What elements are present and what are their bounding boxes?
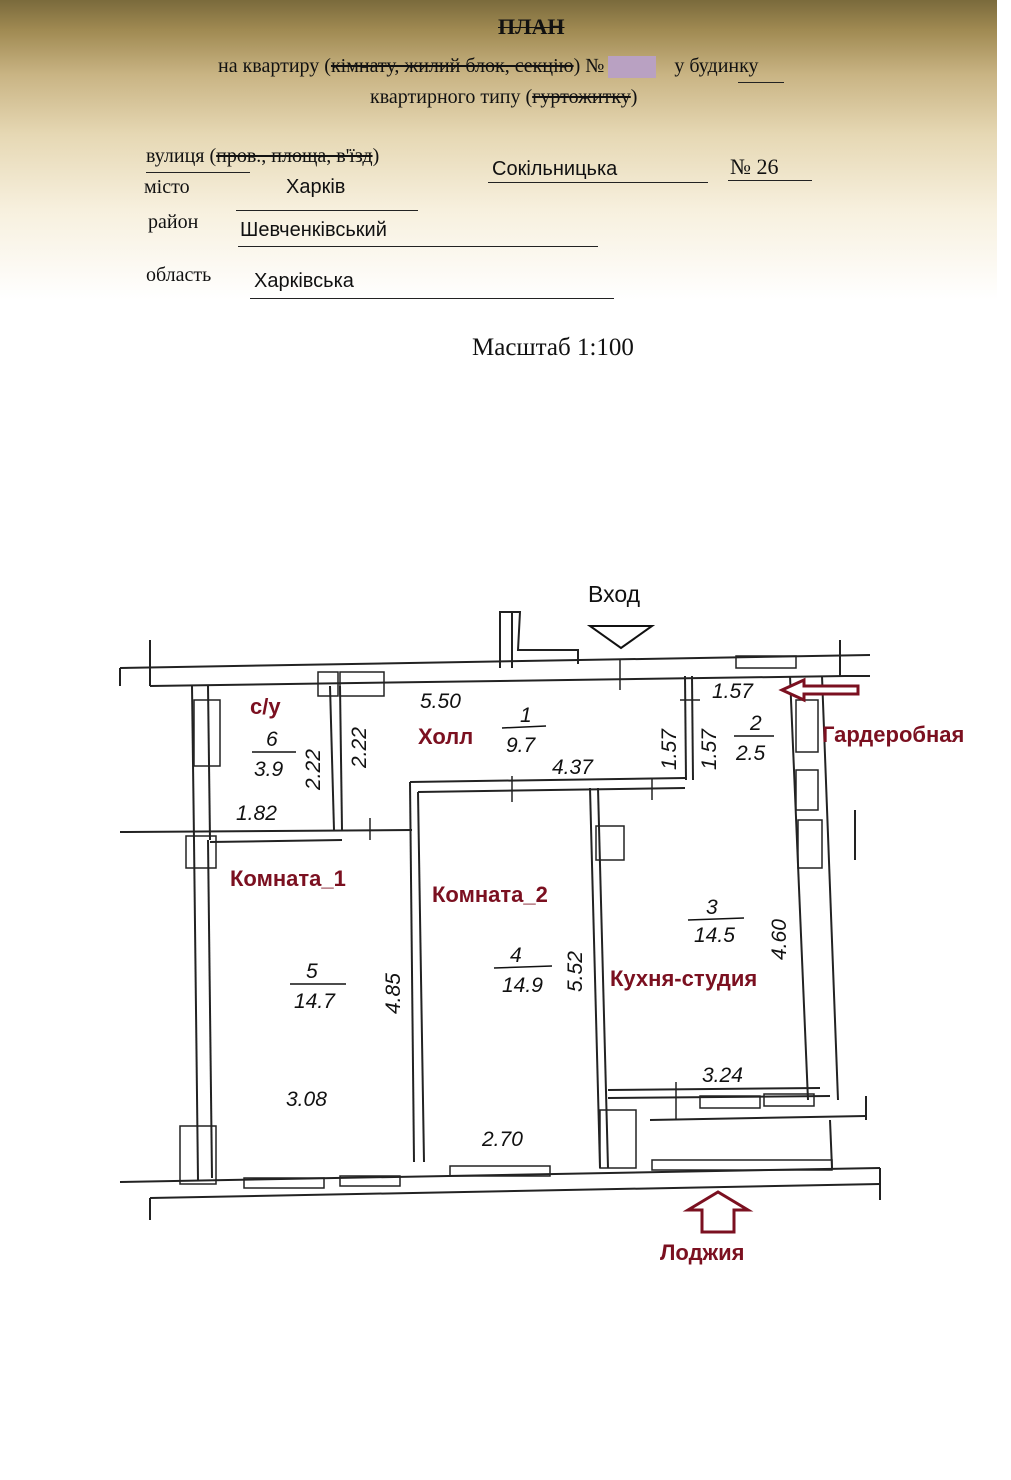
room2-height: 5.52 <box>564 951 587 992</box>
room2-fraction-line <box>493 965 553 969</box>
header-line-2-suffix: ) <box>630 86 638 108</box>
hall-id: 1 <box>520 704 532 727</box>
street-label-struck: пров., площа, в'їзд <box>216 145 373 167</box>
plan-walls <box>119 611 881 1220</box>
wardrobe-id: 2 <box>749 712 762 735</box>
wardrobe-top-dim: 1.57 <box>712 680 754 703</box>
loggia-label: Лоджия <box>660 1240 745 1265</box>
room1-name: Комната_1 <box>230 866 346 891</box>
street-underline <box>488 182 708 183</box>
entrance-label: Вход <box>588 581 641 607</box>
entrance-arrow-head-icon <box>586 625 656 650</box>
wc-width: 1.82 <box>236 802 277 825</box>
header-line-2-prefix: квартирного типу ( <box>370 86 533 108</box>
house-number: № 26 <box>730 154 779 179</box>
hall-fraction-line <box>501 725 547 729</box>
hall-top-dim: 5.50 <box>420 690 461 713</box>
room2-area: 14.9 <box>502 974 543 997</box>
document-title: ПЛАН <box>498 14 565 39</box>
street-label-c: ) <box>372 145 380 167</box>
header-line-1: на квартиру (кімнату, жилий блок, секцію… <box>218 55 759 79</box>
plan-ticks <box>369 660 700 1120</box>
wardrobe-arrow-icon <box>778 677 860 703</box>
street-value: Сокільницька <box>492 158 618 180</box>
hall-area: 9.7 <box>506 734 537 757</box>
header-line-1-after: у будинку <box>674 55 759 77</box>
wc-name: с/у <box>250 694 281 719</box>
kitchen-fraction-line <box>687 917 745 921</box>
district-label: район <box>148 211 199 233</box>
hall-left-dim: 2.22 <box>348 727 371 769</box>
street-label-b: ( <box>209 145 217 167</box>
hall-right-dim: 1.57 <box>658 728 681 770</box>
wc-height: 2.22 <box>302 749 325 791</box>
wc-id: 6 <box>266 728 278 751</box>
house-number-underline <box>728 180 812 181</box>
street-label-underline <box>146 172 250 173</box>
wc-area: 3.9 <box>254 758 284 781</box>
kitchen-name: Кухня-студия <box>610 966 757 991</box>
street-label: вулиця (пров., площа, в'їзд) <box>146 145 379 168</box>
kitchen-width: 3.24 <box>702 1064 743 1087</box>
header-line-1-suffix: ) № <box>573 55 605 77</box>
room1-id: 5 <box>306 960 318 983</box>
kitchen-area: 14.5 <box>694 924 735 947</box>
scale-label: Масштаб 1:100 <box>472 334 634 361</box>
room1-height: 4.85 <box>382 973 405 1014</box>
hall-name: Холл <box>418 724 473 749</box>
city-label: місто <box>144 176 190 198</box>
room2-name: Комната_2 <box>432 882 548 907</box>
hall-bottom-dim: 4.37 <box>552 756 594 779</box>
header-line-1-prefix: на квартиру ( <box>218 55 331 77</box>
apartment-number-underline <box>738 82 784 83</box>
header-line-2-struck: гуртожитку <box>532 86 631 108</box>
redacted-apartment-number <box>608 56 657 79</box>
city-underline <box>236 210 418 211</box>
room1-width: 3.08 <box>286 1088 327 1111</box>
room1-area: 14.7 <box>294 990 336 1013</box>
plan-fixtures <box>179 655 833 1189</box>
region-label: область <box>146 264 212 286</box>
district-value: Шевченківський <box>240 219 387 241</box>
kitchen-id: 3 <box>706 896 718 919</box>
loggia-arrow-icon <box>682 1190 754 1234</box>
kitchen-height: 4.60 <box>768 919 791 960</box>
header-line-2: квартирного типу (гуртожитку) <box>370 86 637 109</box>
header-background <box>0 0 1011 300</box>
region-value: Харківська <box>254 270 354 292</box>
region-underline <box>250 298 614 299</box>
header-line-1-struck: кімнату, жилий блок, секцію <box>330 55 574 77</box>
room2-width: 2.70 <box>481 1128 523 1151</box>
wardrobe-side-dim: 1.57 <box>698 728 721 770</box>
district-underline <box>238 246 598 247</box>
page-edge <box>997 0 1011 1480</box>
room2-id: 4 <box>510 944 522 967</box>
city-value: Харків <box>286 176 346 198</box>
wardrobe-area: 2.5 <box>735 742 766 765</box>
wardrobe-label: Гардеробная <box>822 722 964 747</box>
street-label-a: вулиця <box>146 145 205 167</box>
